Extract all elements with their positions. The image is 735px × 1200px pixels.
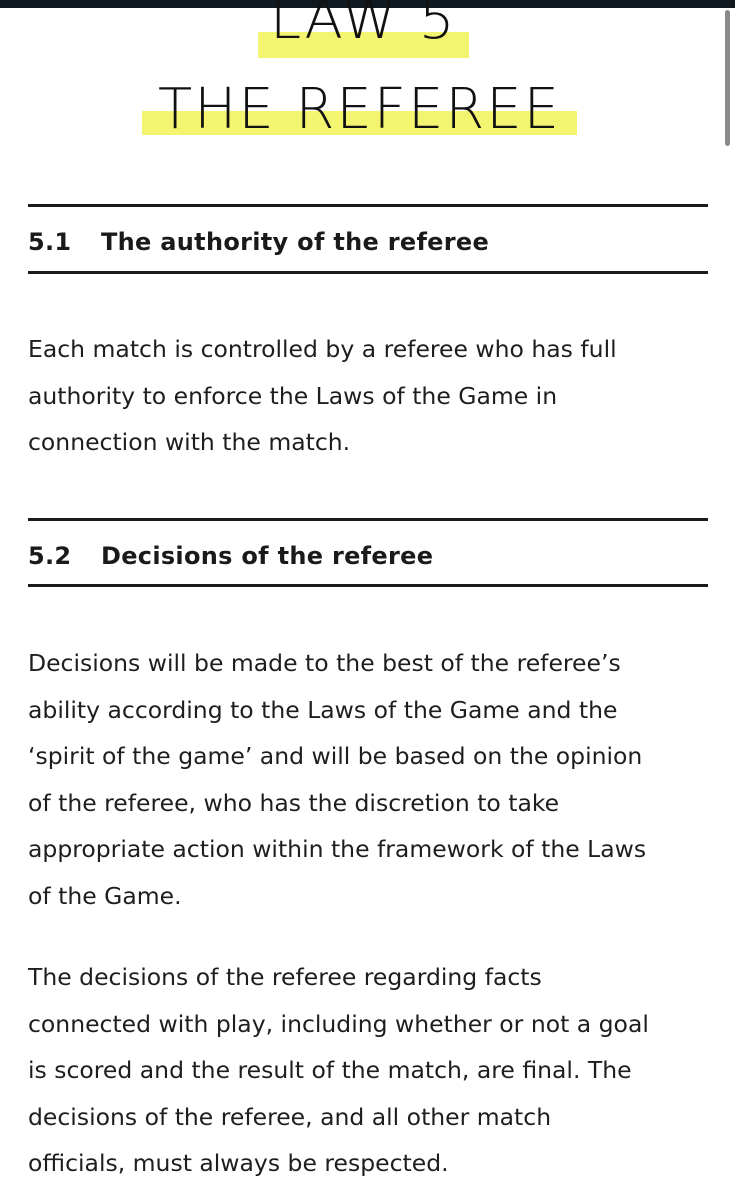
section-heading: 5.1 The authority of the referee — [28, 228, 489, 256]
paragraph: The decisions of the referee regarding f… — [28, 954, 718, 1187]
paragraph-line: authority to enforce the Laws of the Gam… — [28, 381, 558, 410]
section-divider-bottom — [28, 584, 708, 587]
section-number: 5.1 — [28, 228, 72, 256]
paragraph-line: decisions of the referee, and all other … — [28, 1102, 552, 1131]
paragraph-line: of the referee, who has the discretion t… — [28, 788, 560, 817]
section-heading: 5.2 Decisions of the referee — [28, 542, 433, 570]
paragraph-line: connected with play, including whether o… — [28, 1009, 649, 1038]
paragraph-line: Decisions will be made to the best of th… — [28, 649, 621, 677]
section-title: Decisions of the referee — [101, 542, 434, 570]
paragraph-line: officials, must always be respected. — [28, 1149, 449, 1177]
law-title: LAW 5 — [258, 0, 469, 58]
section-number: 5.2 — [28, 542, 72, 570]
law-title-text: LAW 5 — [270, 0, 457, 52]
paragraph-line: appropriate action within the framework … — [28, 835, 647, 863]
paragraph-line: of the Game. — [28, 881, 182, 910]
top-bar — [0, 0, 735, 8]
scrollbar[interactable] — [725, 10, 730, 146]
law-title-highlight — [258, 32, 469, 58]
section-divider-bottom — [28, 271, 708, 274]
paragraph-line: Each match is controlled by a referee wh… — [28, 335, 617, 363]
law-subtitle-highlight — [142, 111, 578, 135]
paragraph-line: ability according to the Laws of the Gam… — [28, 695, 618, 724]
paragraph-line: The decisions of the referee regarding f… — [28, 963, 542, 991]
law-subtitle-text: THE REFEREE — [158, 77, 562, 142]
paragraph-line: connection with the match. — [28, 428, 351, 456]
paragraph: Each match is controlled by a referee wh… — [28, 326, 718, 466]
paragraph-line: is scored and the result of the match, a… — [28, 1056, 632, 1084]
section-title: The authority of the referee — [101, 228, 490, 256]
section-divider-top — [28, 518, 708, 521]
paragraph: Decisions will be made to the best of th… — [28, 640, 718, 919]
paragraph-line: ‘spirit of the game’ and will be based o… — [28, 742, 643, 770]
section-divider-top — [28, 204, 708, 207]
law-subtitle: THE REFEREE — [142, 82, 578, 138]
